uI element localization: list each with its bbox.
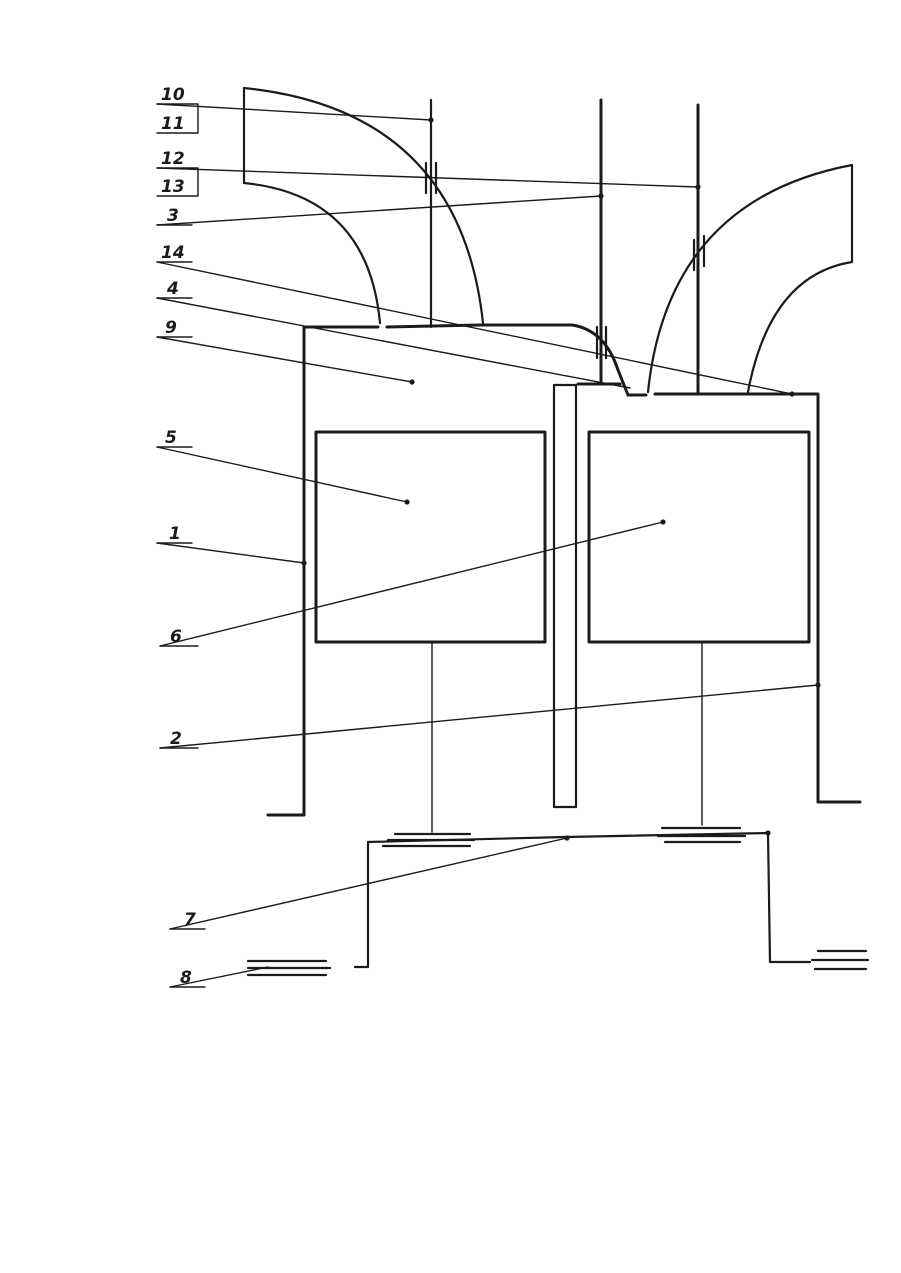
label-12: 12 [161, 149, 185, 169]
label-9: 9 [165, 318, 177, 338]
partition-wall [554, 385, 576, 807]
right-housing [628, 394, 860, 802]
right-pipe-elbow [648, 165, 852, 392]
rod-couplings [426, 163, 704, 358]
leader-dots [301, 117, 820, 840]
label-14: 14 [161, 243, 185, 263]
label-underlines [157, 104, 205, 987]
label-5: 5 [165, 428, 177, 448]
chamber-6 [589, 432, 809, 642]
label-4: 4 [166, 279, 179, 299]
label-13: 13 [161, 177, 185, 197]
label-6: 6 [170, 627, 182, 647]
label-11: 11 [161, 114, 185, 134]
label-1: 1 [169, 524, 181, 544]
chamber-5 [316, 432, 545, 642]
label-7: 7 [184, 910, 196, 930]
label-3: 3 [167, 206, 179, 226]
vertical-rods [431, 100, 698, 394]
base-frame [355, 833, 810, 967]
left-housing [268, 325, 628, 815]
label-8: 8 [180, 968, 192, 988]
leader-lines [157, 104, 818, 987]
label-10: 10 [161, 85, 185, 105]
part-labels: 10 11 12 13 3 14 4 9 5 1 6 2 7 8 [161, 85, 196, 988]
label-2: 2 [170, 729, 182, 749]
